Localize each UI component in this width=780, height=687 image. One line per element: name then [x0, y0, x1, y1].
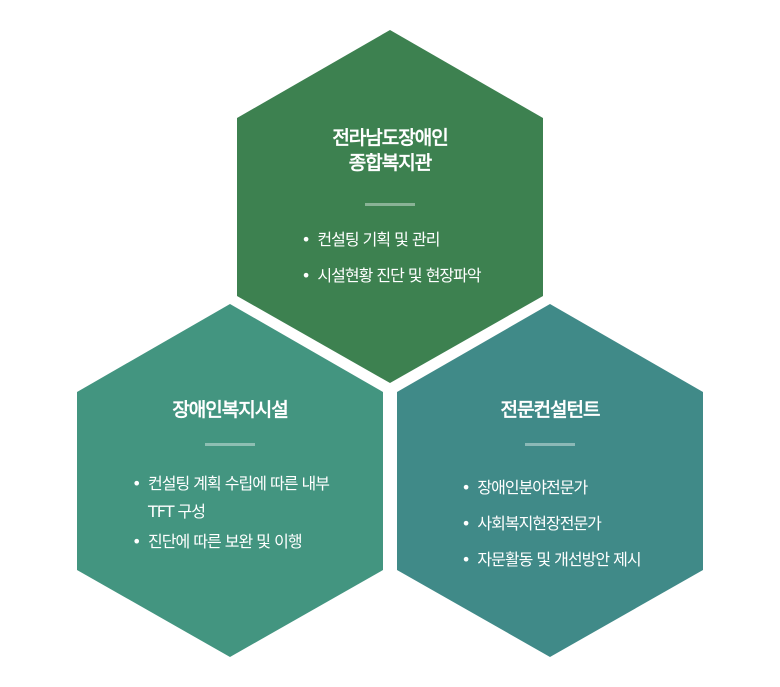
- item-list: 장애인분야전문가 사회복지현장전문가 자문활동 및 개선방안 제시: [459, 478, 641, 586]
- item-list: 컨설팅 기획 및 관리 시설현황 진단 및 현장파악: [299, 230, 481, 302]
- hexagon-left-title: 장애인복지시설: [172, 399, 288, 421]
- list-item: 진단에 따른 보완 및 이행: [130, 532, 330, 552]
- hexagon-right-content: 전문컨설턴트 장애인분야전문가 사회복지현장전문가 자문활동 및 개선방안 제시: [397, 398, 703, 586]
- divider: [525, 443, 575, 446]
- hexagon-left-content: 장애인복지시설 컨설팅 계획 수립에 따른 내부TFT 구성 진단에 따른 보완…: [77, 398, 383, 568]
- hexagon-top-content: 전라남도장애인 종합복지관 컨설팅 기획 및 관리 시설현황 진단 및 현장파악: [237, 126, 543, 302]
- divider: [365, 203, 415, 206]
- list-item: 컨설팅 계획 수립에 따른 내부TFT 구성: [130, 470, 330, 526]
- hexagon-top-title: 전라남도장애인 종합복지관: [237, 126, 543, 176]
- list-item: 시설현황 진단 및 현장파악: [299, 266, 481, 286]
- list-item: 컨설팅 기획 및 관리: [299, 230, 480, 250]
- title-line: 종합복지관: [348, 152, 432, 174]
- list-item: 사회복지현장전문가: [459, 514, 640, 534]
- hexagon-top: [237, 30, 543, 383]
- divider: [205, 443, 255, 446]
- list-item: 장애인분야전문가: [459, 478, 640, 498]
- title-line: 전라남도장애인: [332, 127, 448, 149]
- hexagon-right-title: 전문컨설턴트: [500, 399, 601, 421]
- item-list: 컨설팅 계획 수립에 따른 내부TFT 구성 진단에 따른 보완 및 이행: [130, 470, 330, 568]
- list-item: 자문활동 및 개선방안 제시: [459, 550, 641, 570]
